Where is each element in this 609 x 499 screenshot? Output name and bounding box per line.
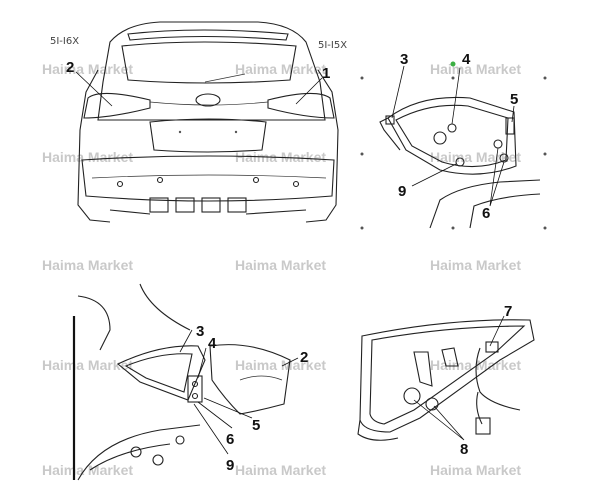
rear-window [121,41,297,84]
left-tail-lamp [83,92,151,119]
quarter-panel [77,424,201,481]
watermark: Haima Market [235,357,326,373]
lamp-inner-frame [395,104,509,168]
socket [403,387,421,405]
bulb [441,347,459,367]
watermark: Haima Market [430,257,521,273]
callout-6: 6 [226,431,234,448]
diffuser-slot [149,197,169,213]
callout-4: 4 [462,51,471,68]
socket [433,131,447,145]
watermark: Haima Market [235,61,326,77]
connector [485,341,499,353]
callout-8: 8 [460,441,468,458]
model-code-right: 5I-I5X [318,40,347,51]
diffuser-slot [227,197,247,213]
callout-2: 2 [300,349,308,366]
watermark: Haima Market [235,257,326,273]
callout-6: 6 [482,205,490,222]
watermark: Haima Market [430,462,521,478]
watermark: Haima Market [42,149,133,165]
model-code-left: 5I-I6X [50,36,79,47]
diffuser-slot [201,197,221,213]
right-tail-lamp [267,92,335,119]
lamp-housing [359,319,535,433]
rear-bumper [81,155,335,202]
callout-3: 3 [400,51,408,68]
watermark: Haima Market [430,61,521,77]
watermark: Haima Market [42,61,133,77]
watermark: Haima Market [42,357,133,373]
leader-2 [75,71,113,107]
wiper [204,73,246,83]
bumper-line [91,174,327,179]
nut [493,139,503,149]
spoiler [127,29,289,41]
leader-1 [295,77,323,105]
nut [455,157,465,167]
body-right [305,69,339,223]
callout-5: 5 [510,91,518,108]
bracket [187,375,203,403]
bulb [413,351,433,387]
watermark: Haima Market [42,462,133,478]
callout-2: 2 [66,59,74,76]
callout-9: 9 [226,457,234,474]
watermarks: Haima Market Haima Market Haima Market H… [42,61,521,478]
plate-recess [149,118,267,153]
marker-dot [450,61,456,67]
callout-3: 3 [196,323,204,340]
lamp-harness-view: 7 8 [357,303,535,458]
callout-5: 5 [252,417,260,434]
light-bar [149,101,269,106]
lamp-housing [387,96,517,175]
diffuser-slot [175,197,195,213]
brand-logo [195,93,221,107]
body-panel [429,179,541,229]
removed-lamp [209,344,291,415]
callout-1: 1 [322,65,330,82]
nut [447,123,457,133]
lamp-install-view: 3 4 2 5 6 9 [72,283,308,481]
connector [475,417,491,435]
wire-harness [475,347,521,411]
lamp-inner-view: 3 4 5 9 6 [360,51,547,230]
watermark: Haima Market [235,462,326,478]
callout-9: 9 [398,183,406,200]
socket [425,397,439,411]
car-rear-view: 5I-I6X 5I-I5X 2 1 [50,21,347,223]
tailgate-outline [97,21,326,121]
body-left [77,69,111,223]
callout-4: 4 [208,335,217,352]
callout-7: 7 [504,303,512,320]
watermark: Haima Market [430,149,521,165]
watermark: Haima Market [42,257,133,273]
